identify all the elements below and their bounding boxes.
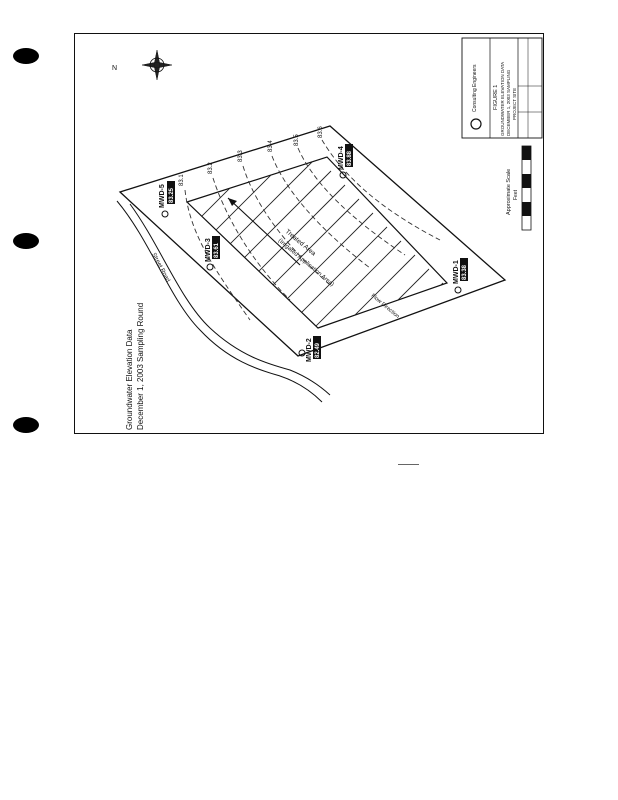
well-elevation: 83.88 <box>347 150 353 166</box>
punch-hole-bottom <box>13 417 39 433</box>
well-icon <box>339 171 347 179</box>
north-arrow-label: N <box>112 65 117 72</box>
contour-label: 83.2 <box>208 162 214 174</box>
treated-area-outline <box>185 156 449 329</box>
contour-line <box>212 177 291 301</box>
well-id: MWD-4 <box>338 146 345 170</box>
contour-label: 83.6 <box>318 126 324 138</box>
contour-line <box>321 139 441 241</box>
flow-arrowhead-icon <box>228 198 237 206</box>
contour-line <box>242 165 331 286</box>
property-outline <box>118 125 507 357</box>
project-line2: DECEMBER 1, 2003 SAMPLING <box>506 69 511 136</box>
groundwater-contours <box>184 139 441 321</box>
well-id: MWD-1 <box>453 260 460 284</box>
well-elevation: 83.38 <box>462 264 468 280</box>
monitoring-well-mwd-1: MWD-1 83.38 <box>453 258 468 294</box>
well-elevation-box <box>313 336 321 359</box>
map-title: Groundwater Elevation Data December 1, 2… <box>125 303 145 430</box>
flow-label: Flow Direction <box>370 293 401 320</box>
contour-label: 83.4 <box>268 140 274 152</box>
page-mark <box>398 464 419 465</box>
monitoring-well-mwd-3: MWD-3 83.61 <box>205 236 220 271</box>
project-line1: GROUNDWATER ELEVATION DATA <box>500 62 505 136</box>
scale-title: Approximate Scale <box>506 169 512 215</box>
well-elevation-box <box>167 181 175 204</box>
map-title-line2: December 1, 2003 Sampling Round <box>136 303 145 430</box>
well-id: MWD-3 <box>205 238 212 262</box>
north-arrow-icon <box>141 49 173 81</box>
map-title-line1: Groundwater Elevation Data <box>125 329 134 430</box>
treated-area-hatching <box>187 157 447 328</box>
monitoring-well-mwd-2: MWD-2 82.49 <box>298 336 321 362</box>
scale-bar-segment <box>522 202 531 216</box>
title-block: Consulting Engineers FIGURE 1 GROUNDWATE… <box>461 37 543 139</box>
well-icon <box>206 263 214 271</box>
title-block-frame <box>461 37 543 139</box>
figure-label: FIGURE 1 <box>493 85 499 110</box>
punch-hole-top <box>13 48 39 64</box>
contour-labels: 83.1 83.2 83.3 83.4 83.5 83.6 <box>179 126 324 186</box>
well-elevation: 83.25 <box>169 187 175 203</box>
north-arrow-ring <box>149 57 165 73</box>
property-boundary: Treated Area (Irrigated Application Area… <box>118 125 507 357</box>
company-name: Consulting Engineers <box>472 64 478 112</box>
contour-line <box>184 189 251 321</box>
well-id: MWD-5 <box>159 184 166 208</box>
contour-line <box>297 147 406 256</box>
flow-direction-arrow <box>227 197 301 266</box>
punch-hole-middle <box>13 233 39 249</box>
monitoring-wells: MWD-5 83.25 MWD-3 83.61 MWD-4 83.88 MWD-… <box>159 144 468 362</box>
map-frame <box>74 33 544 434</box>
scale-units: Feet <box>513 189 519 200</box>
well-elevation-box <box>212 236 220 259</box>
contour-label: 83.5 <box>294 134 300 146</box>
well-icon <box>161 210 169 218</box>
well-icon <box>298 349 306 357</box>
road-edge-outer <box>116 200 323 403</box>
well-elevation-box <box>345 144 353 167</box>
scale-bar-segment <box>522 146 531 160</box>
well-elevation: 82.49 <box>315 342 321 358</box>
street-road <box>116 200 331 403</box>
well-id: MWD-2 <box>306 338 313 362</box>
road-label: Street Road <box>150 252 170 283</box>
scale-bar: Approximate Scale Feet <box>506 145 532 231</box>
north-arrow: N <box>112 49 173 81</box>
contour-line <box>271 155 371 269</box>
monitoring-well-mwd-4: MWD-4 83.88 <box>338 144 353 179</box>
well-elevation: 83.61 <box>214 242 220 258</box>
company-logo-icon <box>470 118 482 130</box>
well-icon <box>454 286 462 294</box>
project-line3: PROJECT SITE <box>512 88 517 120</box>
road-edge-inner <box>129 203 331 396</box>
contour-label: 83.3 <box>238 150 244 162</box>
well-elevation-box <box>460 258 468 281</box>
contour-label: 83.1 <box>179 174 185 186</box>
scale-bar-segment <box>522 174 531 188</box>
monitoring-well-mwd-5: MWD-5 83.25 <box>159 181 175 218</box>
